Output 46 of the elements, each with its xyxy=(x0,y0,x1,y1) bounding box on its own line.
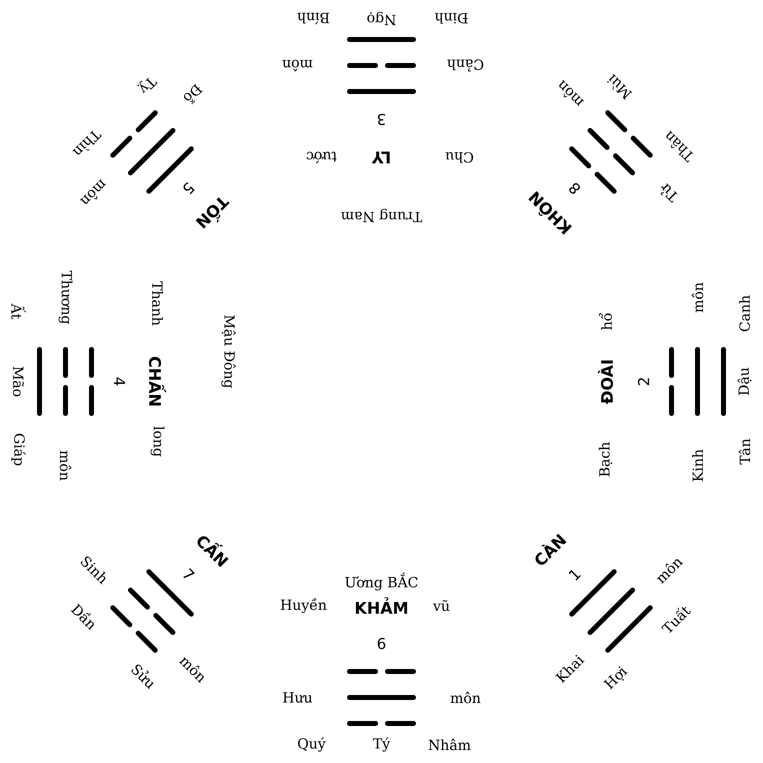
branch-label: Ất xyxy=(11,304,26,320)
gate-label: môn xyxy=(692,282,704,312)
branch-label: Tỵ xyxy=(137,78,158,94)
direction-label: Mậu Đông xyxy=(221,315,236,388)
trigram-name: CHẤN xyxy=(148,356,166,406)
guardian-label: Huyền xyxy=(280,598,326,613)
branch-label: Quý xyxy=(298,737,326,752)
branch-label: Dậu xyxy=(738,368,752,396)
trigram-number: 4 xyxy=(114,377,125,386)
trigram-name: ĐOÀI xyxy=(598,360,614,404)
direction-label: Ương BẮC xyxy=(345,572,418,590)
guardian-label: hổ xyxy=(599,313,612,330)
trigram-number: 3 xyxy=(378,114,386,126)
trigram-number: 5 xyxy=(184,182,195,194)
gate-label: môn xyxy=(450,692,480,704)
guardian-label: Chu xyxy=(446,152,474,163)
direction-label: Trung Nam xyxy=(341,208,422,222)
branch-label: Nhâm xyxy=(428,738,471,750)
gate-label: Cảnh xyxy=(447,59,484,72)
trigram-number: 1 xyxy=(568,570,581,580)
branch-label: Mão xyxy=(12,366,24,396)
guardian-label: tước xyxy=(306,152,337,164)
branch-label: Bính xyxy=(297,12,330,24)
branch-label: Tân xyxy=(738,438,750,464)
trigram-number: 6 xyxy=(378,638,386,650)
guardian-label: vũ xyxy=(433,600,450,612)
branch-label: Canh xyxy=(739,295,750,332)
gate-label: Đỗ xyxy=(184,84,203,104)
trigram-number: 7 xyxy=(183,568,195,578)
branch-label: Hợi xyxy=(603,666,628,690)
guardian-label: Thanh xyxy=(152,281,163,326)
guardian-label: Bạch xyxy=(598,442,612,476)
gate-label: môn xyxy=(60,450,72,480)
trigram-number: 2 xyxy=(638,378,650,386)
gate-label: Hưu xyxy=(283,692,312,703)
branch-label: Đinh xyxy=(434,13,468,24)
gate-label: Thương xyxy=(58,270,72,324)
gate-label: môn xyxy=(282,60,312,72)
branch-label: Tý xyxy=(373,737,390,752)
gate-label: Kinh xyxy=(692,449,703,482)
trigram-name: LY xyxy=(372,152,390,164)
gate-label: Tử xyxy=(660,183,678,203)
trigram-name: KHẢM xyxy=(356,597,408,614)
branch-label: Giáp xyxy=(11,434,26,466)
branch-label: Ngọ xyxy=(367,12,396,26)
guardian-label: long xyxy=(150,426,164,457)
